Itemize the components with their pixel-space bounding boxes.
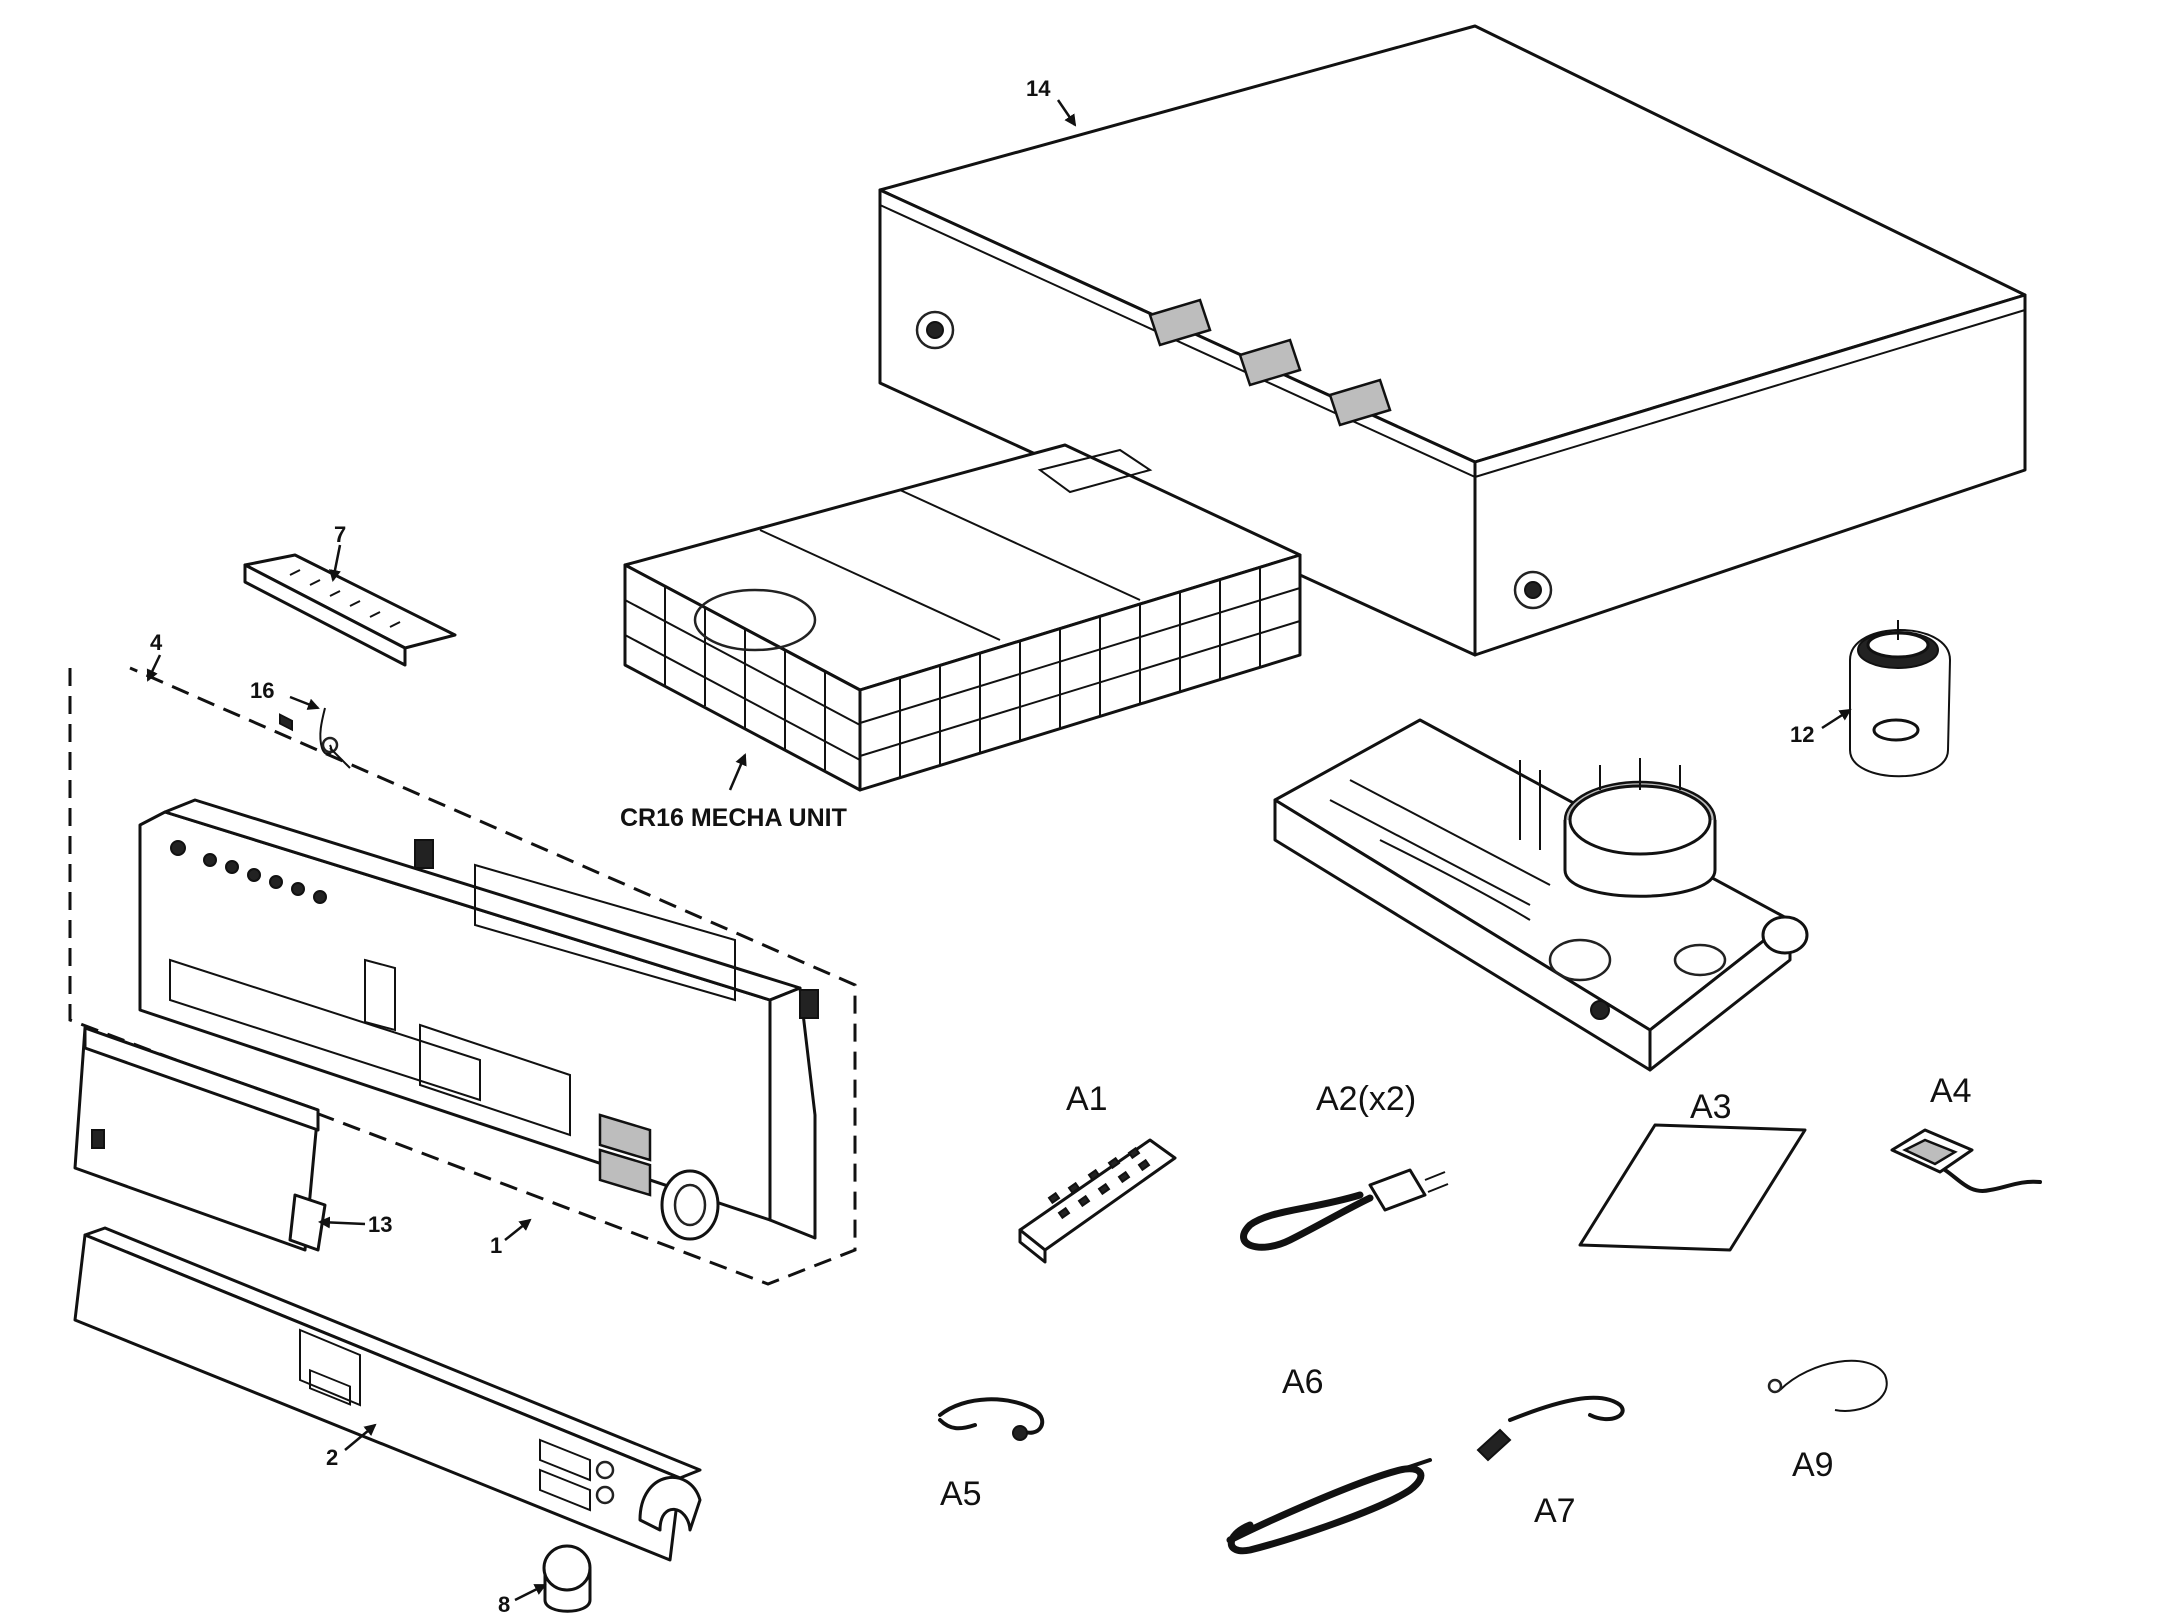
accessory-label-a2: A2(x2) — [1316, 1080, 1416, 1118]
accessory-label-a6: A6 — [1282, 1363, 1324, 1401]
callout-1: 1 — [490, 1233, 502, 1258]
deck-mechanism-part — [1273, 718, 1809, 1072]
accessory-label-a9: A9 — [1792, 1446, 1834, 1484]
button-strip-part — [243, 553, 457, 732]
wire-spring-part — [319, 707, 351, 769]
callout-12: 12 — [1790, 722, 1814, 747]
cable-a9-accessory — [1767, 1359, 1888, 1412]
front-panel-frame-part — [138, 798, 819, 1241]
callout-2: 2 — [326, 1445, 338, 1470]
callout-16: 16 — [250, 678, 274, 703]
ac-adapter-accessory — [1890, 1128, 2042, 1193]
accessory-label-a1: A1 — [1066, 1080, 1108, 1118]
remote-control-accessory — [1018, 1138, 1177, 1264]
front-assembly-group-outline — [68, 666, 857, 1286]
callout-13: 13 — [368, 1212, 392, 1237]
callout-8: 8 — [498, 1592, 510, 1617]
front-door-part — [73, 1026, 327, 1252]
mecha-unit-chassis — [623, 443, 1302, 792]
leader-lines — [146, 99, 1852, 1602]
callout-7: 7 — [334, 522, 346, 547]
accessory-label-a5: A5 — [940, 1475, 982, 1513]
accessory-label-a4: A4 — [1930, 1072, 1972, 1110]
cylinder-head-part — [1849, 620, 1952, 778]
callout-14: 14 — [1026, 76, 1051, 101]
accessory-label-a7: A7 — [1534, 1492, 1576, 1530]
front-bezel-part — [73, 1226, 702, 1562]
mecha-unit-label: CR16 MECHA UNIT — [620, 804, 847, 832]
accessory-label-a3: A3 — [1690, 1088, 1732, 1126]
knob-part — [542, 1544, 592, 1613]
callout-4: 4 — [150, 630, 163, 655]
power-cord-accessory — [1240, 1168, 1449, 1251]
coaxial-cable-a6-accessory — [1226, 1458, 1432, 1555]
audio-cable-a5-accessory — [938, 1397, 1045, 1441]
video-cable-a7-accessory — [1476, 1395, 1625, 1462]
manual-booklet-accessory — [1578, 1123, 1807, 1252]
top-cover-part — [878, 24, 2027, 657]
